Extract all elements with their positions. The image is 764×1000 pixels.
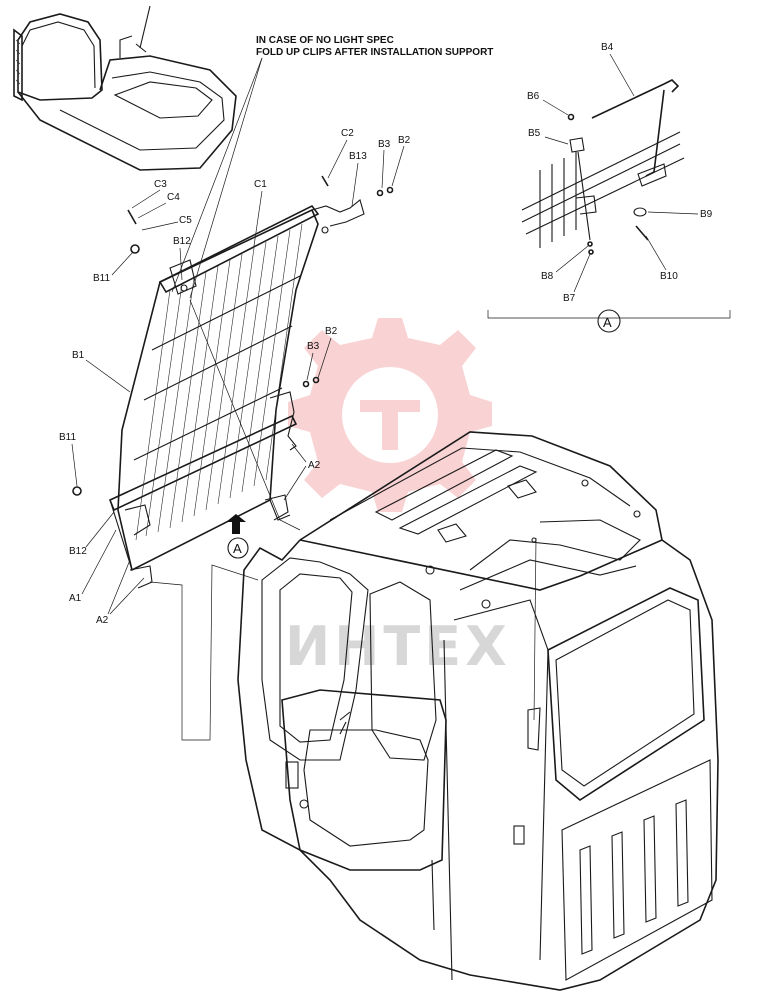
label-b3-mid: B3 [307, 341, 320, 352]
note-leader-1 [171, 57, 263, 293]
pull-cord [189, 299, 301, 531]
label-c2: C2 [341, 128, 354, 139]
routing-line [149, 564, 259, 741]
label-b6: B6 [527, 91, 540, 102]
label-b2-top: B2 [398, 135, 411, 146]
label-c4: C4 [167, 192, 180, 203]
install-arrow [226, 514, 246, 534]
label-c3: C3 [154, 179, 167, 190]
label-b4: B4 [601, 42, 614, 53]
label-c5: C5 [179, 215, 192, 226]
watermark-gear-logo [288, 318, 492, 512]
sunshade-assembly [72, 175, 394, 589]
part-labels: C2 B3 B2 B13 C1 C3 C4 C5 B12 B11 B1 B2 B… [59, 42, 713, 626]
cab-illustration [237, 431, 719, 991]
label-c1: C1 [254, 179, 267, 190]
label-b12-top: B12 [173, 236, 191, 247]
detail-a-inset: A [487, 79, 731, 333]
label-b9: B9 [700, 209, 713, 220]
label-b8: B8 [541, 271, 554, 282]
label-b11-left: B11 [59, 432, 76, 443]
note-line-2: FOLD UP CLIPS AFTER INSTALLATION SUPPORT [256, 47, 493, 58]
seat-inset-illustration [13, 5, 237, 171]
label-b2-mid: B2 [325, 326, 338, 337]
label-b11-top: B11 [93, 273, 110, 284]
note-leader-2 [189, 57, 263, 299]
detail-a-callout: A [603, 315, 612, 330]
callout-label: A [233, 541, 242, 556]
label-a2-right: A2 [308, 460, 321, 471]
note-line-1: IN CASE OF NO LIGHT SPEC [256, 35, 394, 46]
label-a2-left: A2 [96, 615, 109, 626]
label-a1: A1 [69, 593, 82, 604]
label-b10: B10 [660, 271, 678, 282]
label-b12-left: B12 [69, 546, 87, 557]
label-b1: B1 [72, 350, 85, 361]
watermark-text: ИНТЕХ [285, 615, 511, 678]
label-b5: B5 [528, 128, 541, 139]
label-b7: B7 [563, 293, 576, 304]
label-b13: B13 [349, 151, 367, 162]
label-b3-top: B3 [378, 139, 391, 150]
callout-circle [227, 537, 249, 559]
